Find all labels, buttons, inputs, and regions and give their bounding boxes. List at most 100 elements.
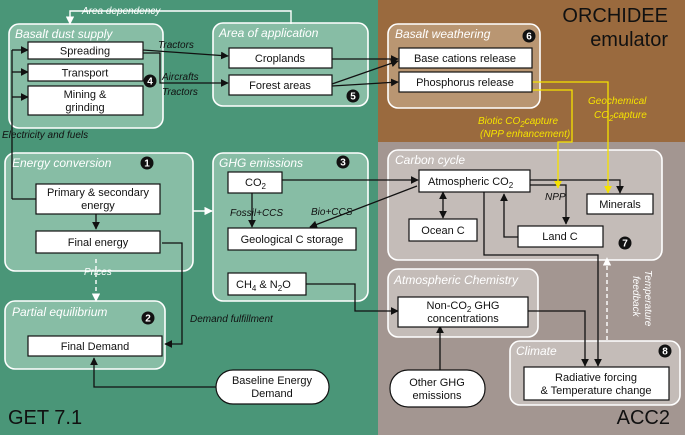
other-ghg-text-1: Other GHG (409, 377, 465, 389)
arrow-baseline-demand (90, 357, 216, 388)
geochem-label-2: CO2capture (594, 110, 647, 123)
co2-box (227, 171, 283, 194)
area-app-title: Area of application (218, 26, 319, 40)
arrow-ch4-nonco2 (306, 283, 399, 315)
basalt-dust-title: Basalt dust supply (15, 27, 113, 41)
baseline-text-1: Baseline Energy (232, 375, 313, 387)
co2-text: CO2 (245, 177, 267, 191)
badge-7: 7 (618, 236, 632, 250)
final-demand-box (27, 335, 163, 357)
forest-box (228, 74, 333, 96)
land-c-box (517, 225, 604, 248)
svg-text:8: 8 (662, 347, 668, 358)
ocean-c-box (408, 218, 478, 242)
nonco2-text-1: Non-CO2 GHG (427, 300, 500, 314)
other-ghg-box (389, 369, 486, 408)
tractors-label-1: Tractors (158, 40, 194, 51)
area-dependency-label: Area dependency (81, 6, 161, 17)
svg-text:7: 7 (622, 239, 628, 250)
final-demand-text: Final Demand (61, 341, 129, 353)
geochem-label-1: Geochemical (588, 96, 647, 107)
primary-text-2: energy (81, 200, 115, 212)
arrow-spreading-forest (143, 52, 229, 87)
emulator-region-label: emulator (590, 29, 668, 51)
badge-5: 5 (346, 89, 360, 103)
arrow-npp (530, 184, 570, 225)
mining-text-1: Mining & (64, 89, 107, 101)
other-ghg-text-2: emissions (413, 390, 462, 402)
geo-storage-box (227, 227, 357, 251)
transport-text: Transport (62, 68, 109, 80)
atm-co2-box (418, 169, 531, 193)
demand-fulfillment-label: Demand fulfillment (190, 314, 274, 325)
final-energy-text: Final energy (68, 237, 129, 249)
arrow-forest-base (331, 59, 399, 85)
acc2-region-label: ACC2 (617, 407, 670, 429)
baseline-box (215, 369, 330, 405)
final-energy-box (35, 230, 161, 254)
land-c-text: Land C (542, 231, 578, 243)
arrow-land-atm (500, 193, 518, 238)
transport-box (27, 63, 144, 82)
radiative-box (523, 366, 670, 401)
arrow-area-dependency (65, 10, 292, 25)
svg-text:5: 5 (350, 92, 356, 103)
temperature-label: Temperature (642, 270, 653, 327)
badge-2: 2 (141, 311, 155, 325)
electricity-label: Electricity and fuels (2, 130, 88, 141)
badge-3: 3 (336, 155, 350, 169)
arrow-nonco2-radiative (528, 310, 589, 367)
ocean-c-text: Ocean C (421, 225, 464, 237)
svg-text:2: 2 (145, 314, 151, 325)
croplands-box (228, 47, 333, 69)
biotic-label-1: Biotic CO2capture (478, 116, 558, 129)
arrow-biotic-capture (510, 89, 573, 189)
arrow-atm-minerals (530, 179, 624, 194)
phosphorus-box (398, 71, 533, 93)
spreading-box (27, 41, 144, 60)
svg-text:6: 6 (526, 32, 532, 43)
tractors-label-2: Tractors (162, 87, 198, 98)
npp-label: NPP (545, 192, 566, 203)
baseline-text-2: Demand (251, 388, 293, 400)
primary-box (35, 183, 161, 215)
basalt-weather-title: Basalt weathering (395, 27, 491, 41)
arrow-spreading-croplands (142, 49, 229, 60)
svg-text:4: 4 (147, 77, 153, 88)
biotic-label-2: (NPP enhancement) (480, 129, 570, 140)
bio-ccs-label: Bio+CCS (311, 207, 353, 218)
nonco2-box (397, 296, 529, 328)
orchidee-region-label: ORCHIDEE (562, 5, 668, 27)
minerals-text: Minerals (599, 199, 641, 211)
badge-4: 4 (143, 74, 157, 88)
ch4-n2o-text: CH4 & N2O (236, 279, 291, 293)
arrow-geochemical-capture (532, 81, 612, 194)
climate-title: Climate (516, 344, 557, 358)
arrow-demand-fulfillment (162, 242, 183, 348)
forest-text: Forest areas (249, 80, 311, 92)
phosphorus-text: Phosphorus release (416, 77, 514, 89)
arrow-forest-phosphorus (331, 78, 399, 87)
svg-text:1: 1 (144, 159, 150, 170)
spreading-text: Spreading (60, 46, 110, 58)
geo-storage-text: Geological C storage (241, 234, 344, 246)
ch4-n2o-box (227, 272, 307, 296)
prices-label: Prices (84, 267, 112, 278)
mining-text-2: grinding (65, 102, 104, 114)
radiative-text-2: & Temperature change (540, 385, 651, 397)
nonco2-text-2: concentrations (427, 313, 499, 325)
svg-text:3: 3 (340, 158, 346, 169)
arrow-bio-ccs (309, 185, 418, 229)
radiative-text-1: Radiative forcing (555, 372, 637, 384)
partial-eq-title: Partial equilibrium (12, 305, 107, 319)
get-region-label: GET 7.1 (8, 407, 82, 429)
atm-chem-title: Atmospheric Chemistry (393, 273, 519, 287)
atm-co2-text: Atmospheric CO2 (428, 176, 514, 190)
fossil-ccs-label: Fossil+CCS (230, 208, 283, 219)
energy-conv-title: Energy conversion (12, 156, 112, 170)
arrow-atm-radiative (483, 192, 602, 367)
aircrafts-label: Aircrafts (161, 72, 199, 83)
minerals-box (586, 193, 654, 215)
base-cations-text: Base cations release (414, 53, 516, 65)
